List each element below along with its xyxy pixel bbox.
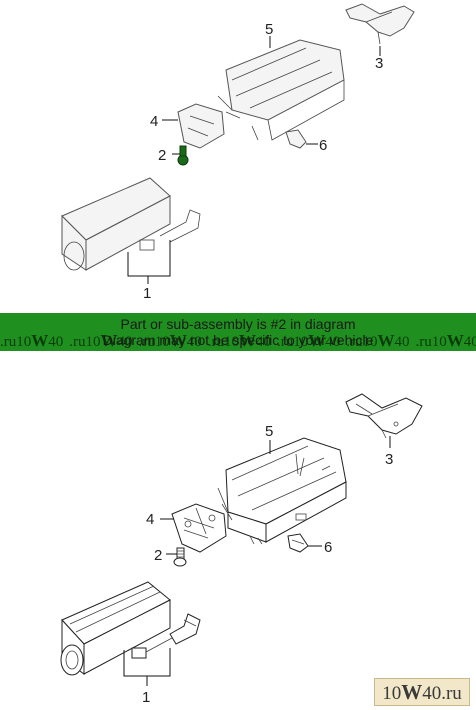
watermark-fragment: W — [169, 331, 187, 350]
callout-2: 2 — [154, 547, 162, 564]
callout-1: 1 — [143, 285, 151, 302]
part-2-bolt — [173, 547, 187, 567]
watermark-fragment: 40 — [463, 334, 476, 350]
watermark-fragment: 40 — [117, 334, 133, 350]
part-3-bracket — [345, 3, 415, 45]
watermark-fragment: .ru — [207, 334, 224, 350]
diagram-bottom: 3 5 4 6 — [0, 358, 476, 710]
watermark-fragment: 10 — [16, 334, 32, 350]
leader-1 — [123, 648, 171, 677]
part-5-frame — [217, 437, 347, 545]
callout-6: 6 — [324, 539, 332, 556]
part-6-clip — [287, 533, 309, 553]
logo-w: W — [401, 680, 423, 704]
leader-1 — [127, 240, 171, 277]
watermark-fragment: 40 — [186, 334, 202, 350]
part-1-airbag — [60, 581, 201, 676]
watermark-fragment: .ru — [415, 334, 432, 350]
part-4-bracket — [171, 503, 227, 553]
info-banner: .ru10W40.ru10W40.ru10W40.ru10W40.ru10W40… — [0, 313, 476, 351]
part-5-frame — [217, 39, 345, 141]
callout-3: 3 — [385, 451, 393, 468]
watermark-fragment: 10 — [154, 334, 170, 350]
watermark-fragment: 40 — [48, 334, 64, 350]
watermark-fragment: 40 — [394, 334, 410, 350]
callout-4: 4 — [150, 113, 158, 130]
watermark-fragment: .ru — [277, 334, 294, 350]
part-1-airbag — [61, 177, 201, 271]
callout-5: 5 — [265, 423, 273, 440]
watermark-fragment: .ru — [138, 334, 155, 350]
watermark-fragment: 10 — [431, 334, 447, 350]
watermark-fragment: .ru — [0, 334, 17, 350]
watermark-fragment: 10 — [362, 334, 378, 350]
watermark-fragment: 10 — [293, 334, 309, 350]
watermark-fragment: 40 — [325, 334, 341, 350]
watermark-fragment: W — [100, 331, 118, 350]
part-4-bracket — [177, 103, 225, 149]
logo-prefix: 10 — [382, 683, 402, 704]
banner-line-1: Part or sub-assembly is #2 in diagram — [120, 316, 356, 332]
site-logo: 10W40.ru — [374, 678, 470, 706]
watermark-fragment: W — [31, 331, 49, 350]
callout-4: 4 — [146, 511, 154, 528]
watermark-fragment: 40 — [256, 334, 271, 350]
watermark-fragment: 10 — [224, 334, 239, 350]
watermark-fragment: W — [308, 331, 326, 350]
watermark-fragment: W — [377, 331, 395, 350]
callout-3: 3 — [375, 55, 383, 72]
diagram-top-svg: 3 5 4 6 2 — [61, 3, 415, 302]
diagram-bottom-svg: 3 5 4 6 — [60, 393, 423, 706]
callout-5: 5 — [265, 21, 273, 38]
watermark-fragment: .ru — [69, 334, 86, 350]
callout-1: 1 — [142, 689, 150, 706]
part-3-bracket — [345, 393, 423, 439]
logo-suffix: 40.ru — [422, 683, 462, 704]
part-6-clip — [285, 129, 307, 149]
banner-line-2: Diagram may not be specific to your vehi… — [102, 332, 374, 348]
callout-2: 2 — [158, 147, 166, 164]
banner-watermark: .ru10W40.ru10W40.ru10W40.ru10W40.ru10W40… — [0, 331, 476, 350]
watermark-fragment: W — [446, 331, 464, 350]
diagram-top: 3 5 4 6 2 — [0, 0, 476, 312]
watermark-fragment: .ru — [346, 334, 363, 350]
callout-6: 6 — [319, 137, 327, 154]
watermark-fragment: W — [239, 331, 256, 350]
part-2-bolt — [177, 145, 189, 166]
watermark-fragment: 10 — [85, 334, 101, 350]
